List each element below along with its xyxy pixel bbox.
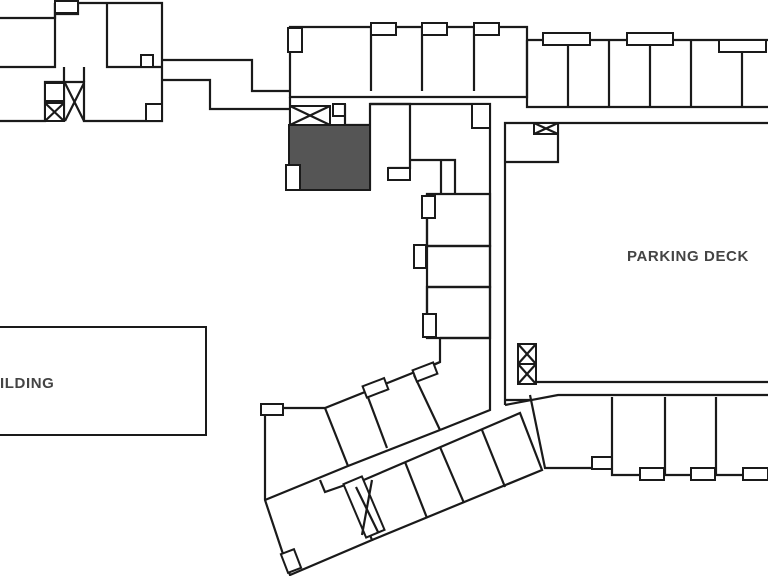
- building-label: ILDING: [0, 375, 54, 392]
- north-strip: [287, 22, 768, 109]
- southeast-strip: [342, 380, 768, 542]
- southwest-wing: [260, 360, 441, 576]
- east-stack: [413, 190, 492, 432]
- central-core: [285, 97, 492, 194]
- west-building: [0, 326, 207, 436]
- northwest-wing: [0, 0, 290, 123]
- highlighted-room[interactable]: [288, 124, 371, 191]
- parking-deck: [503, 121, 768, 405]
- parking-deck-label: PARKING DECK: [627, 248, 749, 265]
